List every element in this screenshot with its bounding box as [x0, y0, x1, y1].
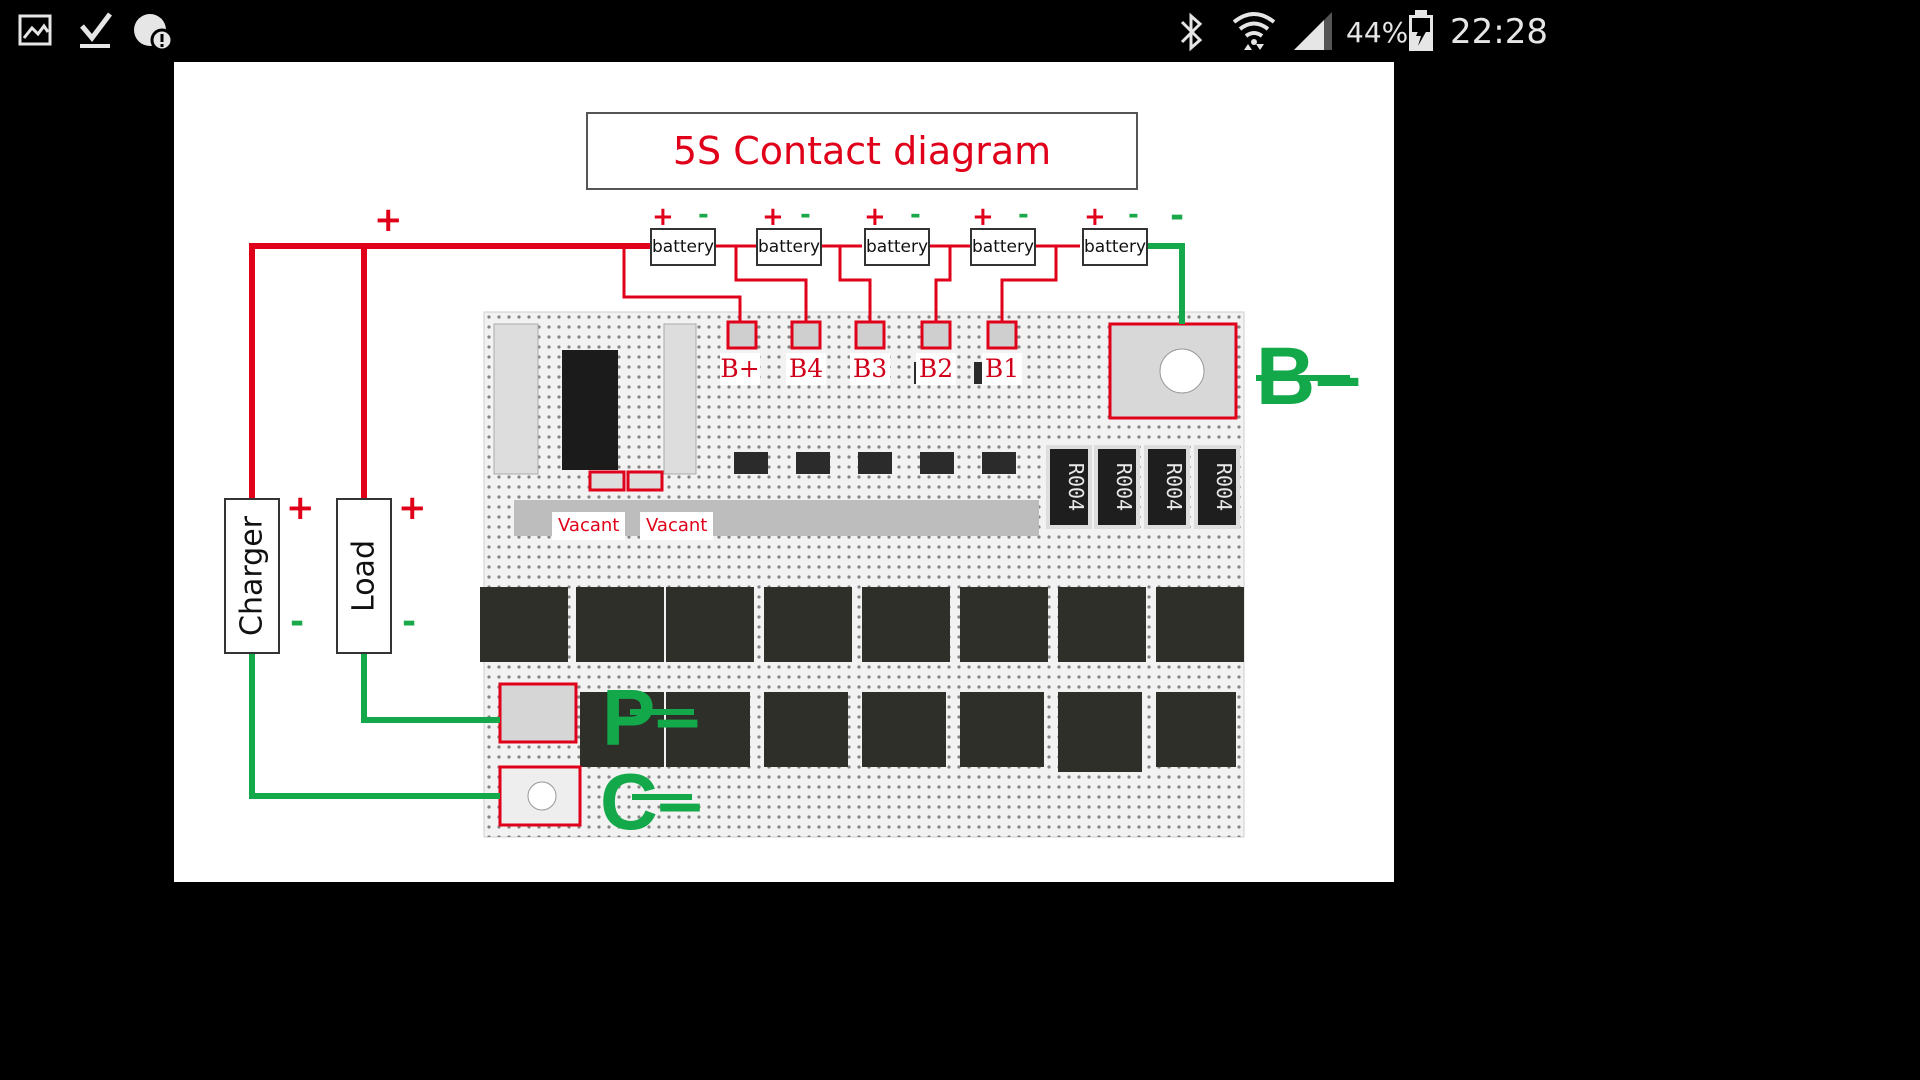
load-plus-sign: + — [398, 488, 427, 528]
vacant-pad-1 — [588, 470, 626, 492]
wifi-icon — [1232, 12, 1276, 50]
pin-label-b2: B2 — [916, 353, 956, 385]
charger-plus-sign: + — [286, 488, 315, 528]
resistor-mark-4: R004 — [1212, 463, 1236, 511]
battery-5: battery — [1082, 228, 1148, 266]
mosfet-row-1 — [480, 587, 1244, 662]
b-minus-label: B– — [1256, 331, 1361, 422]
resistor-mark-2: R004 — [1112, 463, 1136, 511]
check-icon — [80, 12, 112, 48]
signal-icon — [1294, 12, 1332, 50]
pin-label-b4: B4 — [786, 353, 826, 385]
bluetooth-icon — [1180, 12, 1203, 52]
pin-label-b-plus: B+ — [720, 353, 760, 385]
battery-2-minus: - — [800, 200, 811, 230]
battery-4: battery — [970, 228, 1036, 266]
battery-link-wires — [622, 244, 1080, 322]
clock: 22:28 — [1450, 12, 1548, 52]
battery-3-minus: - — [910, 200, 921, 230]
mosfet-row-2 — [580, 692, 1236, 772]
gallery-icon — [18, 14, 52, 46]
resistor-markings: R004 R004 R004 R004 — [1064, 463, 1236, 511]
positive-wires — [249, 243, 650, 500]
battery-3: battery — [864, 228, 930, 266]
diagram-title: 5S Contact diagram — [672, 129, 1052, 173]
load-box: Load — [336, 498, 392, 654]
battery-5-plus: + — [1084, 202, 1106, 232]
p-minus-label: P– — [602, 673, 700, 762]
p-minus-pad — [498, 682, 578, 744]
pin-label-b1: B1 — [982, 353, 1022, 385]
pin-label-b3: B3 — [850, 353, 890, 385]
main-plus-sign: + — [374, 200, 403, 240]
pcb-board — [249, 243, 1350, 838]
battery-1: battery — [650, 228, 716, 266]
battery-4-plus: + — [972, 202, 994, 232]
diagram-image: 5S Contact diagram + + - + - + - + - + -… — [174, 62, 1394, 882]
charger-minus-sign: - — [290, 602, 305, 642]
battery-4-minus: - — [1018, 200, 1029, 230]
battery-5-minus: - — [1128, 200, 1139, 230]
battery-icon — [1409, 10, 1433, 51]
vacant-label-1: Vacant — [552, 512, 626, 540]
c-minus-label: C– — [600, 757, 703, 846]
resistor-mark-3: R004 — [1162, 463, 1186, 511]
vacant-label-2: Vacant — [640, 512, 714, 540]
battery-3-plus: + — [864, 202, 886, 232]
battery-1-minus: - — [698, 200, 709, 230]
battery-2: battery — [756, 228, 822, 266]
battery-percent: 44% — [1346, 16, 1409, 49]
negative-wires — [249, 243, 1185, 799]
title-box: 5S Contact diagram — [586, 112, 1138, 190]
alert-badge-icon — [134, 14, 174, 52]
status-bar: 44% 22:28 — [0, 0, 1568, 62]
battery-2-plus: + — [762, 202, 784, 232]
battery-1-plus: + — [652, 202, 674, 232]
charger-box: Charger — [224, 498, 280, 654]
resistor-mark-1: R004 — [1064, 463, 1088, 511]
ic-chip — [562, 350, 618, 470]
shunt-resistors — [1046, 445, 1240, 529]
pack-minus-sign: - — [1170, 196, 1185, 236]
vacant-pad-2 — [626, 470, 664, 492]
load-minus-sign: - — [402, 602, 417, 642]
